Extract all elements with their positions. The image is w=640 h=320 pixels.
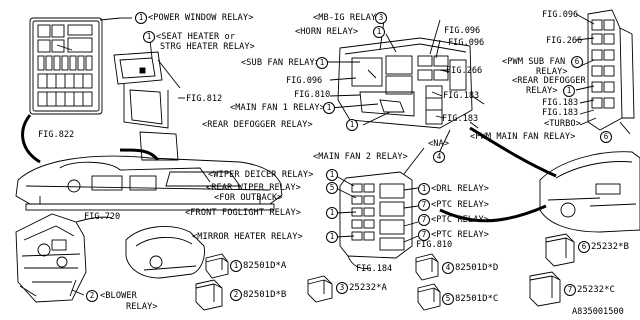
relay-25232-c-drawing — [529, 271, 561, 307]
callout-7: 7 — [564, 284, 576, 296]
label-wiper-deicer-relay: <WIPER DEICER RELAY> — [208, 170, 314, 180]
callout-7: 7 — [418, 199, 430, 211]
label-for-outback: <FOR OUTBACK> — [214, 193, 283, 203]
part-25232-a: 25232*A — [349, 283, 387, 293]
callout-3: 3 — [375, 12, 387, 24]
label-power-window-relay: <POWER WINDOW RELAY> — [148, 13, 254, 23]
label-ptc-relay-1: <PTC RELAY> — [431, 200, 490, 210]
label-pwm-sub-fan: <PWM SUB FAN — [502, 57, 566, 67]
label-main-fan-2-relay: <MAIN FAN 2 RELAY> — [313, 152, 408, 162]
label-sub-fan-relay: <SUB FAN RELAY> — [241, 58, 321, 68]
fig-184: FIG.184 — [356, 264, 393, 274]
fig-183-c: FIG.183 — [542, 98, 579, 108]
fig-183-a: FIG.183 — [443, 91, 480, 101]
fig-096-b: FIG.096 — [448, 38, 485, 48]
relay-82501d-c-drawing — [417, 283, 441, 311]
callout-1: 1 — [346, 119, 358, 131]
label-rear-wiper-relay: <REAR WIPER RELAY> — [206, 183, 301, 193]
relay-25232-a-drawing — [307, 275, 333, 303]
label-drl-relay: <DRL RELAY> — [431, 184, 490, 194]
label-seat-heater: <SEAT HEATER or — [156, 32, 236, 42]
label-na: <NA> — [428, 139, 450, 149]
callout-6: 6 — [600, 131, 612, 143]
callout-6: 6 — [571, 56, 583, 68]
fig-810-a: FIG.810 — [294, 90, 331, 100]
callout-7: 7 — [418, 229, 430, 241]
label-ptc-relay-2: <PTC RELAY> — [431, 215, 490, 225]
callout-2: 2 — [230, 289, 242, 301]
label-horn-relay: <HORN RELAY> — [295, 27, 359, 37]
label-pwm-main-fan-relay: <PWM MAIN FAN RELAY> — [470, 132, 576, 142]
car-right-drawing — [539, 151, 640, 233]
callout-4: 4 — [433, 151, 445, 163]
callout-1: 1 — [323, 102, 335, 114]
part-82501d-b: 82501D*B — [243, 290, 287, 300]
front-car-bottom-left — [125, 226, 205, 279]
callout-1: 1 — [230, 260, 242, 272]
fig-096-top-right: FIG.096 — [542, 10, 579, 20]
callout-1: 1 — [316, 57, 328, 69]
callout-1: 1 — [418, 183, 430, 195]
callout-1: 1 — [326, 169, 338, 181]
cabin-relay-box-drawing — [339, 171, 413, 269]
label-pwm-sub-fan-relay: RELAY> — [536, 67, 568, 77]
callout-4: 4 — [442, 262, 454, 274]
label-front-foglight-relay: <FRONT FOGLIGHT RELAY> — [185, 208, 302, 218]
power-window-relay-panel-drawing — [29, 17, 103, 115]
label-blower: <BLOWER — [100, 291, 137, 301]
fig-266-a: FIG.266 — [446, 66, 483, 76]
label-rear-defogger: <REAR DEFOGGER — [512, 76, 586, 86]
fig-096-a: FIG.096 — [444, 26, 481, 36]
callout-5: 5 — [442, 293, 454, 305]
callout-1: 1 — [143, 31, 155, 43]
relay-82501d-a-drawing — [205, 253, 229, 279]
callout-1: 1 — [326, 231, 338, 243]
label-rear-defogger-relay: RELAY> — [526, 86, 558, 96]
callout-1: 1 — [373, 26, 385, 38]
part-25232-c: 25232*C — [577, 285, 615, 295]
fig-096-c: FIG.096 — [286, 76, 323, 86]
seat-heater-relay-drawing — [113, 51, 181, 161]
fig-720: FIG.720 — [84, 212, 121, 222]
instrument-panel-drawing — [15, 155, 283, 211]
part-82501d-c: 82501D*C — [455, 294, 499, 304]
hvac-unit-drawing — [15, 213, 87, 303]
right-relay-block-drawing — [587, 9, 635, 131]
fig-183-b: FIG.183 — [442, 114, 479, 124]
label-strg-heater-relay: STRG HEATER RELAY> — [160, 42, 255, 52]
diagram-code: A835001500 — [572, 307, 624, 317]
callout-1: 1 — [563, 85, 575, 97]
label-mirror-heater-relay: <MIRROR HEATER RELAY> — [192, 232, 303, 242]
callout-5: 5 — [326, 182, 338, 194]
callout-1: 1 — [326, 207, 338, 219]
part-25232-b: 25232*B — [591, 242, 629, 252]
callout-6: 6 — [578, 241, 590, 253]
relay-82501d-d-drawing — [415, 253, 439, 281]
relay-82501d-b-drawing — [195, 279, 223, 311]
fig-183-d: FIG.183 — [542, 108, 579, 118]
label-rear-defogger-relay-left: <REAR DEFOGGER RELAY> — [202, 120, 313, 130]
label-turbo: <TURBO> — [544, 119, 581, 129]
label-mb-ig-relay: <MB-IG RELAY> — [313, 13, 382, 23]
fig-822: FIG.822 — [38, 130, 75, 140]
callout-3: 3 — [336, 282, 348, 294]
fig-812: FIG.812 — [186, 94, 223, 104]
fig-266-right: FIG.266 — [546, 36, 583, 46]
part-82501d-a: 82501D*A — [243, 261, 287, 271]
label-main-fan-1-relay: <MAIN FAN 1 RELAY> — [230, 103, 325, 113]
label-blower-relay: RELAY> — [126, 302, 158, 312]
callout-1: 1 — [135, 12, 147, 24]
relay-25232-b-drawing — [545, 233, 575, 267]
callout-7: 7 — [418, 214, 430, 226]
label-ptc-relay-3: <PTC RELAY> — [431, 230, 490, 240]
callout-2: 2 — [86, 290, 98, 302]
part-82501d-d: 82501D*D — [455, 263, 499, 273]
fig-810-b: FIG.810 — [416, 240, 453, 250]
